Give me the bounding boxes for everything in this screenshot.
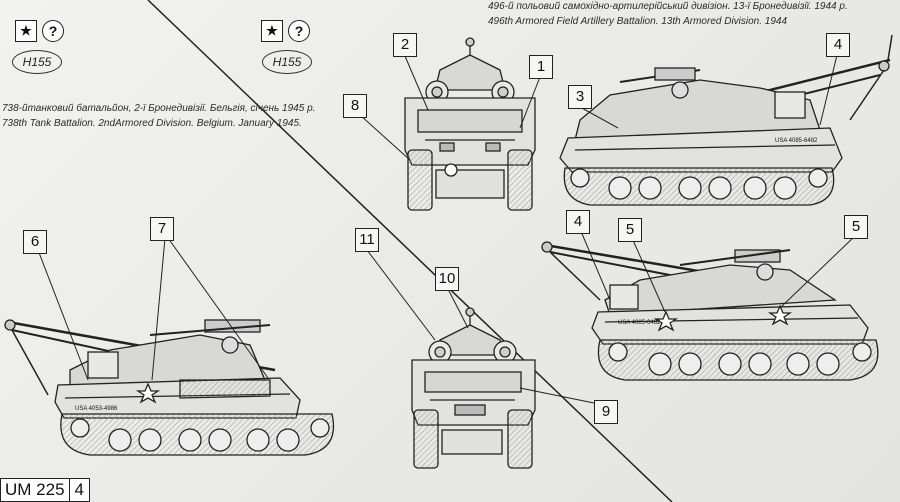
callout-3: 3	[568, 85, 592, 109]
callout-10: 10	[435, 267, 459, 291]
callout-5-left: 5	[618, 218, 642, 242]
callout-11: 11	[355, 228, 379, 252]
caption-en-right: 496th Armored Field Artillery Battalion.…	[488, 16, 788, 27]
rear-view-tank-b	[411, 307, 536, 469]
callout-4-bottom: 4	[566, 210, 590, 234]
hull-serial-b: USA 4053-4986	[75, 406, 118, 412]
callout-8: 8	[343, 94, 367, 118]
side-view-tank-a	[559, 34, 893, 206]
hull-serial-c: USA 4085-6482	[618, 320, 661, 326]
question-mark-icon: ?	[288, 20, 310, 42]
caption-ua-left: 738-йтанковий батальйон, 2-ї Бронедивізі…	[2, 103, 316, 114]
kit-number: UM 225	[0, 478, 70, 502]
callout-2: 2	[393, 33, 417, 57]
kit-code-oval: H155	[262, 50, 312, 74]
rear-view-tank-a	[404, 37, 536, 211]
side-view-tank-c	[541, 241, 879, 381]
page-number: 4	[69, 478, 90, 502]
callout-5-right: 5	[844, 215, 868, 239]
hull-serial-a: USA 4085-6482	[775, 138, 818, 144]
caption-ua-right: 496-й польовий самохідно-артилерійський …	[488, 1, 848, 12]
kit-code-oval: H155	[12, 50, 62, 74]
leader-lines	[37, 54, 856, 404]
caption-en-left: 738th Tank Battalion. 2ndArmored Divisio…	[2, 118, 302, 129]
question-mark-icon: ?	[42, 20, 64, 42]
callout-4-top: 4	[826, 33, 850, 57]
panel-divider	[147, 0, 673, 502]
callout-6: 6	[23, 230, 47, 254]
page-footer: UM 225 4	[0, 478, 90, 502]
star-in-square-icon: ★	[15, 20, 37, 42]
callout-9: 9	[594, 400, 618, 424]
star-in-square-icon: ★	[261, 20, 283, 42]
side-view-tank-b	[4, 319, 335, 456]
callout-1: 1	[529, 55, 553, 79]
callout-7: 7	[150, 217, 174, 241]
